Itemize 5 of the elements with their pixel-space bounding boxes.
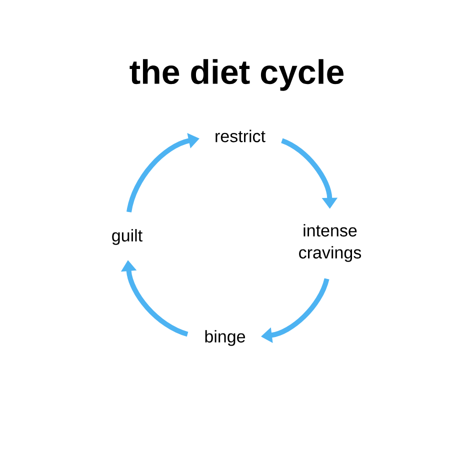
node-label: intense cravings <box>299 224 362 262</box>
node-label: restrict <box>216 130 266 142</box>
node-label: binge <box>205 330 246 346</box>
node-label: guilt <box>112 229 142 245</box>
title: the diet cycle <box>130 59 344 91</box>
